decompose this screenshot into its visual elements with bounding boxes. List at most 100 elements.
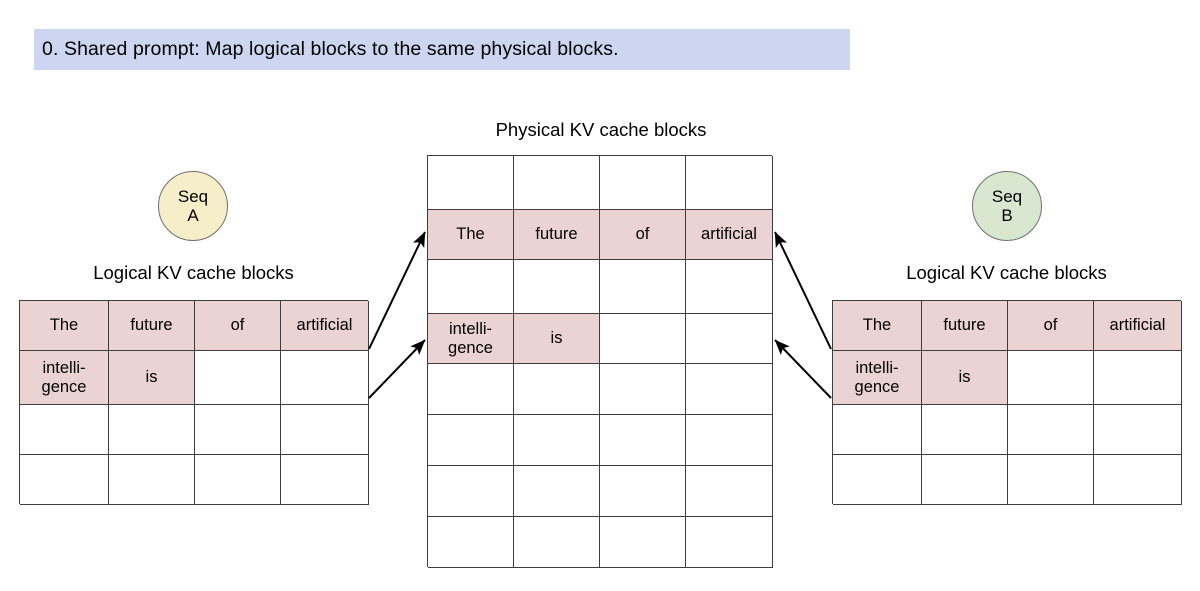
logical-right-cell-r2c3 xyxy=(1008,351,1094,405)
logical-right-cell-r4c4 xyxy=(1094,455,1182,505)
physical-cell-r7c2 xyxy=(514,466,600,517)
physical-cell-r7c4 xyxy=(686,466,773,517)
logical-left-cell-r4c3 xyxy=(195,455,281,505)
logical-left-cell-r4c1 xyxy=(20,455,109,505)
physical-cell-r8c3 xyxy=(600,517,686,568)
logical-left-cell-r3c3 xyxy=(195,405,281,455)
logical-right-cell-r4c2 xyxy=(922,455,1008,505)
logical-right-token-r1c3: of xyxy=(1043,316,1058,335)
physical-cell-r4c4 xyxy=(686,314,773,364)
physical-token-r2c2: future xyxy=(535,225,578,244)
physical-token-r2c4: artificial xyxy=(701,225,757,244)
logical-left-cell-r1c2: future xyxy=(109,301,195,351)
seq-b-label-line2: B xyxy=(1001,206,1013,225)
physical-cell-r3c3 xyxy=(600,260,686,314)
physical-cell-r5c2 xyxy=(514,364,600,415)
logical-left-cell-r2c1: intelli- gence xyxy=(20,351,109,405)
physical-token-r4c1: intelli- gence xyxy=(448,320,493,357)
logical-left-cell-r1c3: of xyxy=(195,301,281,351)
physical-token-r4c2: is xyxy=(550,329,563,348)
arrow-right-row1-to-physical-row2 xyxy=(774,231,832,350)
physical-cell-r8c4 xyxy=(686,517,773,568)
seq-b-label-line1: Seq xyxy=(991,186,1023,206)
logical-right-token-r1c1: The xyxy=(862,316,892,335)
logical-left-cell-r1c1: The xyxy=(20,301,109,351)
logical-right-token-r1c2: future xyxy=(943,316,986,335)
logical-left-token-r1c2: future xyxy=(130,316,173,335)
logical-right-cell-r1c2: future xyxy=(922,301,1008,351)
seq-a-badge: Seq A xyxy=(158,171,228,241)
physical-cell-r7c1 xyxy=(428,466,514,517)
seq-a-label-line1: Seq xyxy=(177,186,209,206)
physical-cell-r2c1: The xyxy=(428,210,514,260)
physical-cell-r5c4 xyxy=(686,364,773,415)
logical-left-token-r1c3: of xyxy=(230,316,245,335)
logical-left-cell-r4c4 xyxy=(281,455,369,505)
logical-right-cell-r1c4: artificial xyxy=(1094,301,1182,351)
logical-right-cell-r3c1 xyxy=(833,405,922,455)
logical-kv-cache-table-right: The future of artificial intelli- gence is xyxy=(832,300,1182,505)
physical-cell-r1c3 xyxy=(600,156,686,210)
physical-cell-r3c2 xyxy=(514,260,600,314)
arrow-left-row2-to-physical-row4 xyxy=(368,339,426,399)
physical-cell-r6c3 xyxy=(600,415,686,466)
logical-left-table-title: Logical KV cache blocks xyxy=(93,262,294,283)
physical-cell-r1c2 xyxy=(514,156,600,210)
logical-left-cell-r3c4 xyxy=(281,405,369,455)
logical-left-cell-r4c2 xyxy=(109,455,195,505)
logical-left-cell-r3c1 xyxy=(20,405,109,455)
logical-right-cell-r4c3 xyxy=(1008,455,1094,505)
physical-cell-r4c3 xyxy=(600,314,686,364)
logical-left-token-r2c2: is xyxy=(145,368,158,387)
logical-right-cell-r3c4 xyxy=(1094,405,1182,455)
physical-cell-r1c1 xyxy=(428,156,514,210)
logical-right-cell-r2c2: is xyxy=(922,351,1008,405)
step-banner-text: 0. Shared prompt: Map logical blocks to … xyxy=(42,37,619,60)
physical-cell-r6c2 xyxy=(514,415,600,466)
logical-right-token-r2c1: intelli- gence xyxy=(854,359,900,396)
logical-right-cell-r4c1 xyxy=(833,455,922,505)
physical-cell-r5c3 xyxy=(600,364,686,415)
physical-cell-r4c1: intelli- gence xyxy=(428,314,514,364)
logical-right-cell-r1c3: of xyxy=(1008,301,1094,351)
logical-left-cell-r2c2: is xyxy=(109,351,195,405)
logical-left-cell-r2c3 xyxy=(195,351,281,405)
logical-right-token-r1c4: artificial xyxy=(1109,316,1166,335)
physical-cell-r6c1 xyxy=(428,415,514,466)
physical-cell-r3c4 xyxy=(686,260,773,314)
seq-b-badge: Seq B xyxy=(972,171,1042,241)
logical-right-cell-r1c1: The xyxy=(833,301,922,351)
physical-token-r2c1: The xyxy=(456,225,485,244)
physical-cell-r2c3: of xyxy=(600,210,686,260)
logical-left-token-r1c1: The xyxy=(49,316,79,335)
logical-right-cell-r3c3 xyxy=(1008,405,1094,455)
physical-cell-r6c4 xyxy=(686,415,773,466)
logical-kv-cache-table-left: The future of artificial intelli- gence is xyxy=(19,300,369,505)
physical-table-title: Physical KV cache blocks xyxy=(495,119,707,140)
logical-left-cell-r2c4 xyxy=(281,351,369,405)
logical-left-token-r2c1: intelli- gence xyxy=(41,359,87,396)
physical-cell-r2c2: future xyxy=(514,210,600,260)
logical-left-cell-r1c4: artificial xyxy=(281,301,369,351)
logical-left-cell-r3c2 xyxy=(109,405,195,455)
physical-cell-r5c1 xyxy=(428,364,514,415)
physical-cell-r4c2: is xyxy=(514,314,600,364)
physical-kv-cache-table: The future of artificial intelli- gence is xyxy=(427,155,773,568)
physical-cell-r2c4: artificial xyxy=(686,210,773,260)
logical-right-token-r2c2: is xyxy=(958,368,971,387)
physical-cell-r7c3 xyxy=(600,466,686,517)
physical-cell-r8c2 xyxy=(514,517,600,568)
step-banner: 0. Shared prompt: Map logical blocks to … xyxy=(34,29,850,70)
logical-right-cell-r2c4 xyxy=(1094,351,1182,405)
physical-cell-r8c1 xyxy=(428,517,514,568)
arrow-right-row2-to-physical-row4 xyxy=(774,339,832,399)
logical-right-cell-r2c1: intelli- gence xyxy=(833,351,922,405)
logical-right-cell-r3c2 xyxy=(922,405,1008,455)
physical-cell-r3c1 xyxy=(428,260,514,314)
physical-cell-r1c4 xyxy=(686,156,773,210)
physical-token-r2c3: of xyxy=(635,225,650,244)
logical-left-token-r1c4: artificial xyxy=(296,316,353,335)
logical-right-table-title: Logical KV cache blocks xyxy=(906,262,1107,283)
arrow-left-row1-to-physical-row2 xyxy=(368,231,426,350)
